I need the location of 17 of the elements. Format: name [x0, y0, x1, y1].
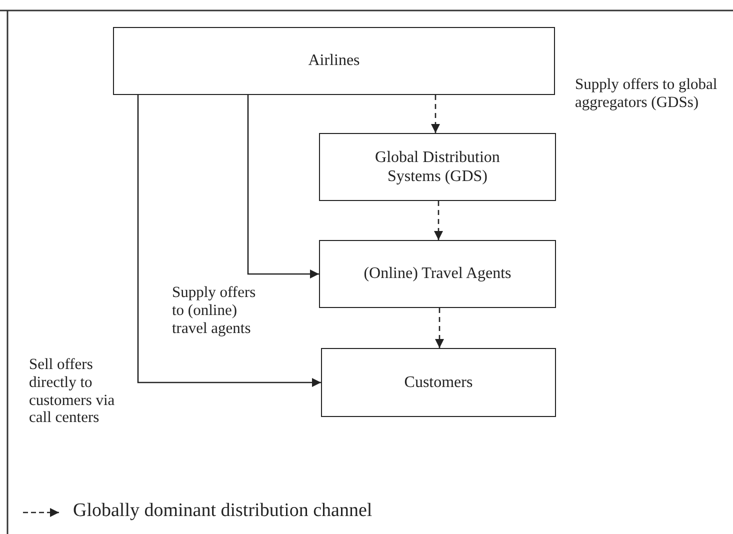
arrow [434, 201, 443, 240]
legend-text: Globally dominant distribution channel [73, 500, 372, 522]
process-box [321, 348, 556, 417]
node-label: Airlines [308, 51, 360, 71]
node-label: Customers [404, 372, 473, 392]
arrow [431, 95, 440, 133]
arrow [247, 95, 319, 278]
annotation-text: Supply offers to global aggregators (GDSs) [575, 76, 718, 112]
arrow [435, 308, 444, 348]
annotation-text: Supply offers to (online) travel agents [172, 284, 257, 338]
process-box [319, 133, 556, 201]
process-box [113, 27, 555, 95]
process-box [319, 240, 556, 308]
node-label: Global Distribution Systems (GDS) [374, 148, 501, 186]
node-label: (Online) Travel Agents [364, 264, 512, 284]
arrow [137, 95, 321, 387]
annotation-text: Sell offers directly to customers via call centers [29, 356, 116, 428]
